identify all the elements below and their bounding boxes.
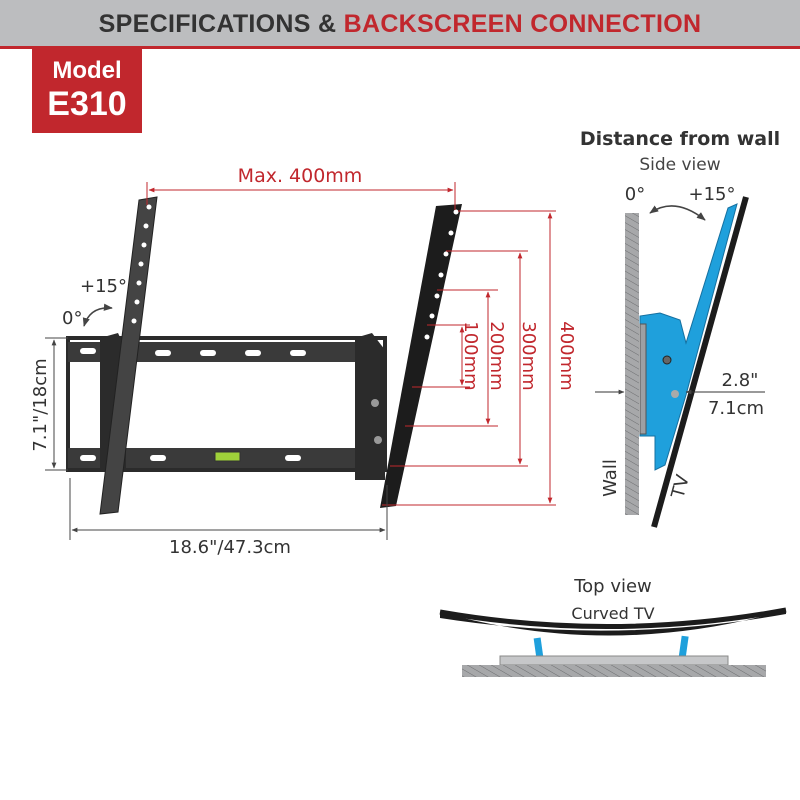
front-tilt-max-label: +15° (80, 276, 127, 297)
height-dimension: 7.1"/18cm (30, 337, 68, 471)
tv-label: TV (667, 472, 694, 502)
header-title: SPECIFICATIONS & BACKSCREEN CONNECTION (99, 10, 702, 38)
side-tilt-max-label: +15° (689, 184, 736, 205)
max-width-label: Max. 400mm (238, 165, 363, 187)
spirit-level-icon (214, 451, 241, 462)
front-tilt-min-label: 0° (62, 308, 82, 329)
side-tilt-arrow-icon (649, 205, 706, 221)
model-label: Model (52, 57, 122, 84)
tilt-arrow-icon (82, 303, 113, 327)
side-bracket (639, 203, 738, 471)
distance-inches-label: 2.8" (722, 370, 759, 391)
top-wall-icon (462, 665, 766, 677)
wall-icon (625, 213, 639, 515)
header-bar: SPECIFICATIONS & BACKSCREEN CONNECTION (0, 0, 800, 49)
vesa-400-label: 400mm (556, 321, 577, 390)
vesa-200-label: 200mm (486, 321, 507, 390)
distance-cm-label: 7.1cm (708, 398, 764, 419)
top-bracket-post-right (678, 635, 689, 659)
max-width-dimension: Max. 400mm (146, 165, 456, 210)
top-wall-plate (499, 655, 729, 666)
side-view-title: Distance from wall (580, 128, 780, 150)
vesa-100-label: 100mm (460, 321, 481, 390)
header-title-specifications: SPECIFICATIONS & (98, 10, 344, 38)
width-dimension: 18.6"/47.3cm (69, 478, 388, 558)
side-tilt-min-label: 0° (625, 184, 645, 205)
wall-label: Wall (600, 459, 621, 497)
left-tv-arm (99, 196, 158, 515)
right-tv-arm (380, 204, 462, 508)
top-view-subtitle: Curved TV (571, 604, 654, 623)
model-number: E310 (47, 85, 127, 123)
tv-panel (651, 196, 749, 528)
vesa-dimension-lines (382, 210, 556, 506)
top-view-title: Top view (573, 576, 652, 597)
top-bracket-post-left (533, 637, 544, 659)
curved-tv-icon (440, 610, 786, 636)
side-view-subtitle: Side view (639, 155, 720, 175)
model-badge: Model E310 (32, 49, 142, 133)
header-title-backscreen: BACKSCREEN CONNECTION (343, 10, 702, 38)
vesa-300-label: 300mm (518, 321, 539, 390)
height-label: 7.1"/18cm (30, 358, 51, 451)
width-label: 18.6"/47.3cm (169, 537, 291, 558)
